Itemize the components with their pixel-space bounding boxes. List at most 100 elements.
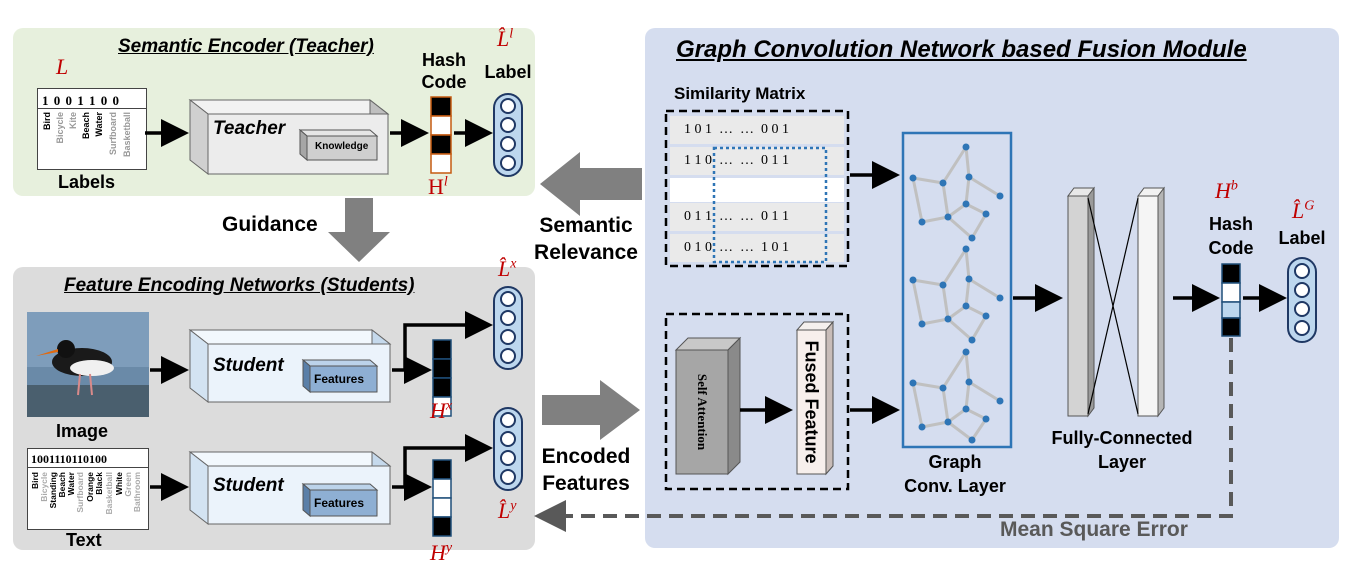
graph-3 [911,351,1001,442]
student-x-label-capsule [493,286,523,370]
student-x-pred-label: L̂x [498,256,517,281]
student-box-image [188,328,392,404]
hx-symbol: Hx [430,398,453,423]
graph-3-nodes [909,348,1004,444]
self-attention-block [674,336,742,476]
knowledge-label: Knowledge [315,141,369,152]
mse-label: Mean Square Error [1000,518,1188,541]
student-text-label: Student [213,475,284,496]
similarity-submatrix [712,146,828,264]
fusion-hash-code-title-1: Hash [1208,214,1253,234]
encoded-features-arrow [542,380,640,440]
graph-1 [911,146,1001,240]
semantic-relevance-line2: Relevance [534,241,638,264]
text-word-9: White [114,472,124,495]
student-y-pred-label: L̂y [498,498,517,523]
teacher-hash-code-title-1: Hash [421,50,466,70]
text-word-6: Orange [85,472,95,502]
student-x-hash-code [432,339,452,417]
teacher-pred-label: L̂l [497,26,514,51]
text-word-5: Surfboard [75,472,85,513]
graph-caption-2: Conv. Layer [904,476,1006,496]
bird-image [27,312,149,417]
attention-box [664,312,850,491]
text-caption: Text [66,530,102,550]
labels-caption: Labels [58,172,116,192]
student-box-text [188,450,392,526]
fusion-label-title: Label [1278,228,1326,248]
semantic-relevance-arrow [540,152,642,216]
label-word-0: Bird [42,112,52,130]
label-grid: 1 0 0 1 1 0 0 [37,88,147,170]
text-grid-rule [28,467,148,468]
student-y-hash-code [432,459,452,537]
label-word-6: Basketball [122,112,132,157]
text-grid: 1001110110100 [27,448,149,530]
fc-caption-2: Layer [1097,452,1147,472]
label-word-4: Water [94,112,104,137]
encoded-features-line1: Encoded [541,445,631,468]
text-word-3: Beach [57,472,67,498]
fusion-title: Graph Convolution Network based Fusion M… [676,36,1247,63]
teacher-hash-symbol: Hl [428,174,448,199]
teacher-title: Semantic Encoder (Teacher) [118,36,374,57]
guidance-label: Guidance [222,213,318,236]
teacher-box-label: Teacher [213,118,286,139]
matrix-row-4: 0 1 0 … … 1 0 1 [684,240,789,255]
label-symbol-l: L [56,54,69,79]
text-word-7: Black [94,472,104,495]
fused-feature-label: Fused Feature [801,340,822,464]
graph-1-nodes [909,143,1004,242]
text-grid-bits: 1001110110100 [31,452,108,466]
label-word-1: Bicycle [55,112,65,144]
fusion-hash-code-title-2: Code [1208,238,1254,258]
label-grid-bits: 1 0 0 1 1 0 0 [42,93,120,108]
matrix-row-0: 1 0 1 … … 0 0 1 [684,122,789,137]
fully-connected-layer [1067,186,1165,418]
label-word-5: Surfboard [108,112,118,155]
features-text-label: Features [314,496,365,510]
student-image-label: Student [213,355,284,376]
hy-symbol: Hy [430,540,453,565]
fusion-label-capsule [1287,257,1317,343]
teacher-label-title: Label [484,62,532,82]
text-word-10: Green [123,472,133,497]
lg-symbol: L̂G [1292,198,1315,223]
fusion-hash-code [1221,263,1241,337]
image-caption: Image [56,421,109,441]
graph-caption-1: Graph [928,452,982,472]
student-y-label-capsule [493,407,523,491]
matrix-row-1: 1 1 0 … … 0 1 1 [684,153,789,168]
text-word-8: Basketball [104,472,114,515]
self-attention-label: Self Attention [695,373,710,451]
student-title: Feature Encoding Networks (Students) [64,275,415,296]
similarity-matrix-title: Similarity Matrix [674,84,806,103]
teacher-label-capsule [493,93,523,177]
text-word-11: Bathroom [132,472,142,513]
label-grid-rule [38,108,146,109]
hb-symbol: Hb [1215,178,1238,203]
label-word-2: Kite [68,112,78,129]
encoded-features-line2: Features [542,472,630,495]
text-word-1: Bicycle [39,472,49,502]
graph-2-nodes [909,245,1004,344]
text-word-4: Water [66,471,76,495]
label-word-3: Beach [81,112,91,139]
matrix-row-3: 0 1 1 … … 0 1 1 [684,209,789,224]
graph-2 [911,248,1001,342]
knowledge-box [298,128,379,162]
fused-feature-block [795,320,835,476]
similarity-matrix-rows [670,116,844,262]
fc-caption-1: Fully-Connected [1051,428,1193,448]
guidance-arrow [328,198,390,262]
features-image-label: Features [314,372,365,386]
teacher-hash-code-title-2: Code [421,72,467,92]
graph-conv-layer-box [901,131,1013,449]
text-word-2: Standing [48,472,58,508]
semantic-relevance-line1: Semantic [539,214,633,237]
mse-dashed-arrow [534,338,1233,532]
teacher-hash-code [430,96,452,174]
